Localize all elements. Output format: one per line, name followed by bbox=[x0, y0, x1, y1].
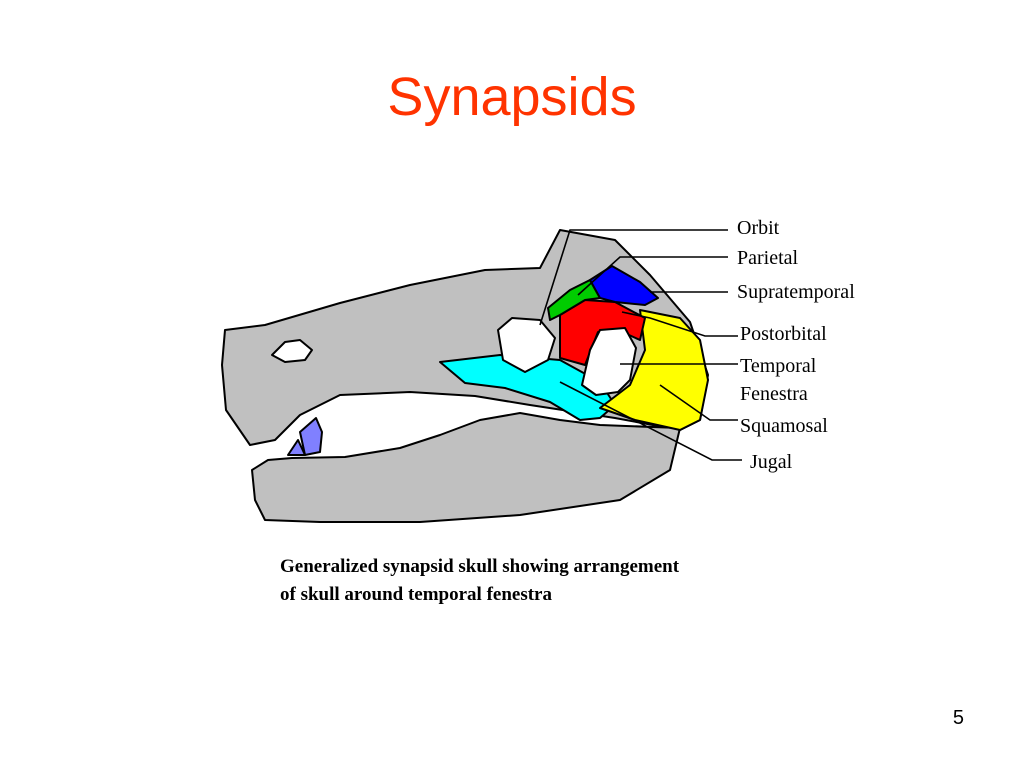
temporal-fenestra-opening bbox=[581, 327, 637, 396]
nostril-opening bbox=[271, 339, 313, 363]
label-supratemporal: Supratemporal bbox=[737, 281, 855, 303]
supratemporal-bone bbox=[589, 265, 659, 306]
slide-title: Synapsids bbox=[387, 67, 637, 127]
leader-postorbital bbox=[621, 311, 738, 337]
tooth-tip bbox=[287, 439, 306, 456]
leader-parietal bbox=[577, 256, 728, 296]
leader-orbit bbox=[539, 229, 728, 326]
label-temporal: Temporal bbox=[740, 355, 817, 377]
label-postorbital: Postorbital bbox=[740, 323, 827, 345]
page-number: 5 bbox=[952, 707, 964, 729]
label-squamosal: Squamosal bbox=[740, 415, 828, 437]
caption-line-2: of skull around temporal fenestra bbox=[280, 584, 552, 605]
leader-jugal bbox=[559, 381, 742, 461]
orbit-opening bbox=[497, 317, 556, 373]
label-parietal: Parietal bbox=[737, 247, 799, 269]
label-orbit: Orbit bbox=[737, 217, 780, 239]
caption-line-1: Generalized synapsid skull showing arran… bbox=[280, 556, 680, 577]
parietal-bone bbox=[547, 279, 601, 321]
label-jugal: Jugal bbox=[750, 451, 793, 473]
leader-squamosal bbox=[659, 384, 738, 421]
label-fenestra: Fenestra bbox=[740, 383, 808, 405]
